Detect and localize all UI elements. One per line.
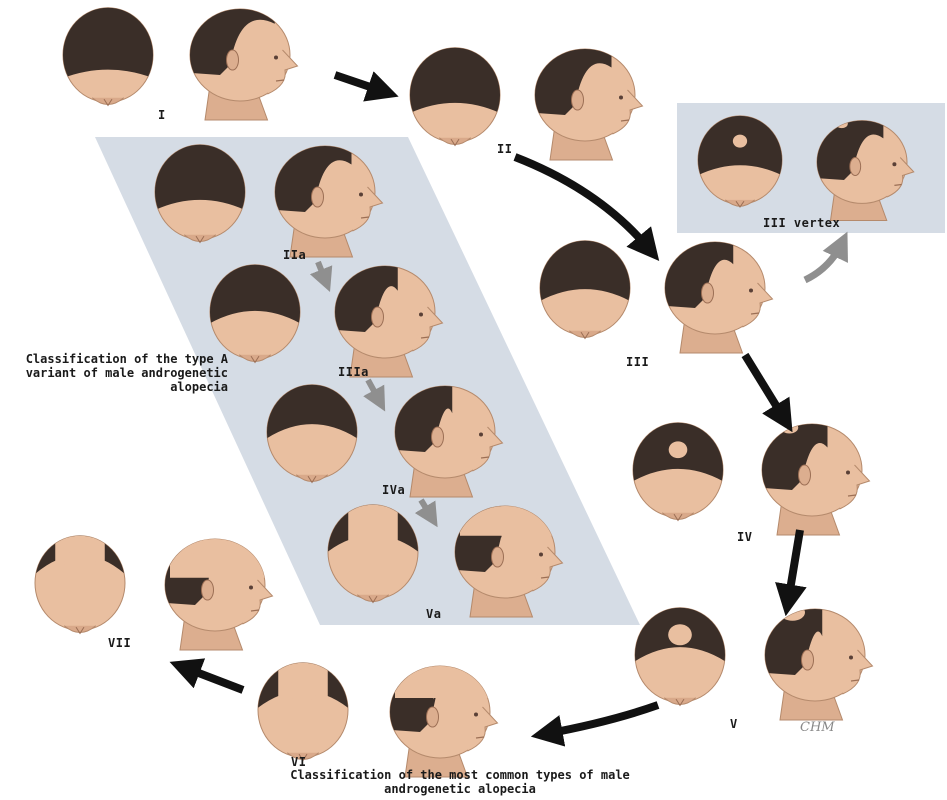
stage-label-va: Va	[426, 607, 441, 621]
arrow-iia-to-iiia	[318, 262, 326, 282]
arrow-iva-to-va	[421, 500, 432, 518]
stage-label-i: I	[158, 108, 166, 122]
stage-label-iia: IIa	[283, 248, 306, 262]
stage-label-iii-vertex: III vertex	[763, 216, 840, 230]
arrow-ii-to-iii	[515, 157, 650, 250]
common-types-caption: Classification of the most common types …	[250, 768, 670, 796]
stage-label-iii: III	[626, 355, 649, 369]
stage-label-v: V	[730, 717, 738, 731]
stage-label-vii: VII	[108, 636, 131, 650]
arrow-iv-to-v	[788, 530, 800, 602]
arrow-vi-to-vii	[183, 667, 243, 690]
stage-label-vi: VI	[291, 755, 306, 769]
stage-label-iva: IVa	[382, 483, 405, 497]
type-a-variant-caption: Classification of the type A variant of …	[18, 352, 228, 394]
arrow-iii-to-iii-vertex	[805, 243, 842, 280]
arrow-iiia-to-iva	[368, 380, 380, 402]
arrow-iii-to-iv	[745, 355, 785, 420]
stage-label-iv: IV	[737, 530, 752, 544]
stage-label-iiia: IIIa	[338, 365, 369, 379]
stage-label-ii: II	[497, 142, 512, 156]
artist-signature: CHM	[800, 720, 835, 735]
arrow-v-to-vi	[545, 705, 658, 734]
arrow-i-to-ii	[335, 75, 385, 92]
